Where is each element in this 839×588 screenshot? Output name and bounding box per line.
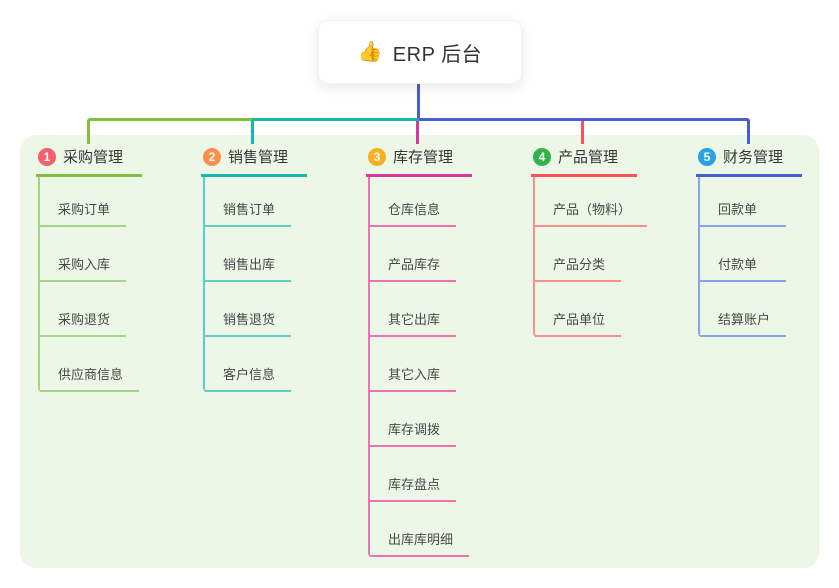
connector-drop-finance: [747, 120, 750, 144]
child-node-label: 客户信息: [223, 367, 276, 382]
branch-label[interactable]: 3 库存管理: [366, 146, 472, 177]
child-node-label: 产品（物料）: [553, 202, 632, 217]
branch-2: 2 销售管理 销售订单 销售出库 销售退货 客户信息: [201, 146, 361, 392]
branch-number-badge: 3: [368, 147, 386, 166]
child-node-label: 回款单: [718, 202, 758, 217]
child-node[interactable]: 库存调拨: [370, 392, 457, 447]
connector-bus-teal: [252, 118, 420, 121]
child-node-label: 采购退货: [58, 312, 111, 327]
child-node[interactable]: 销售退货: [205, 282, 292, 337]
child-node[interactable]: 产品（物料）: [535, 177, 648, 227]
child-node[interactable]: 采购入库: [40, 227, 127, 282]
branch-4: 4 产品管理 产品（物料） 产品分类 产品单位: [531, 146, 691, 337]
child-node-label: 产品分类: [553, 257, 606, 272]
connector-drop-inventory: [416, 121, 419, 144]
branch-label[interactable]: 2 销售管理: [201, 146, 307, 177]
branch-number-badge: 1: [38, 147, 56, 166]
child-node[interactable]: 回款单: [700, 177, 786, 227]
child-node[interactable]: 销售订单: [205, 177, 292, 227]
child-node-label: 销售退货: [223, 312, 276, 327]
child-node[interactable]: 库存盘点: [370, 447, 457, 502]
thumbs-up-icon: 👍: [357, 41, 383, 63]
branch-3: 3 库存管理 仓库信息 产品库存 其它出库 其它入库 库存调拨 库存盘点 出库库…: [366, 146, 526, 557]
child-node[interactable]: 产品单位: [535, 282, 622, 337]
child-node[interactable]: 其它出库: [370, 282, 457, 337]
child-node[interactable]: 客户信息: [205, 337, 292, 392]
child-node[interactable]: 产品分类: [535, 227, 622, 282]
child-node-label: 付款单: [718, 257, 758, 272]
connector-bus-blue: [419, 118, 750, 121]
branch-children: 回款单 付款单 结算账户: [698, 177, 787, 337]
branch-5: 5 财务管理 回款单 付款单 结算账户: [696, 146, 839, 337]
child-node[interactable]: 供应商信息: [40, 337, 140, 392]
branch-children: 采购订单 采购入库 采购退货 供应商信息: [38, 177, 140, 392]
child-node-label: 出库库明细: [388, 532, 454, 547]
child-node-label: 库存调拨: [388, 422, 441, 437]
child-node-label: 销售出库: [223, 257, 276, 272]
child-node-label: 产品库存: [388, 257, 441, 272]
child-node[interactable]: 采购订单: [40, 177, 127, 227]
branch-number-badge: 2: [203, 147, 221, 166]
child-node[interactable]: 销售出库: [205, 227, 292, 282]
child-node-label: 采购入库: [58, 257, 111, 272]
child-node-label: 仓库信息: [388, 202, 441, 217]
child-node-label: 其它入库: [388, 367, 441, 382]
branch-children: 仓库信息 产品库存 其它出库 其它入库 库存调拨 库存盘点 出库库明细: [368, 177, 470, 557]
child-node[interactable]: 采购退货: [40, 282, 127, 337]
root-node-erp[interactable]: 👍 ERP 后台: [318, 20, 522, 84]
branch-1: 1 采购管理 采购订单 采购入库 采购退货 供应商信息: [36, 146, 196, 392]
child-node-label: 采购订单: [58, 202, 111, 217]
branch-title: 采购管理: [63, 149, 124, 166]
branch-number-badge: 5: [698, 147, 716, 166]
child-node-label: 库存盘点: [388, 477, 441, 492]
child-node-label: 销售订单: [223, 202, 276, 217]
branch-children: 销售订单 销售出库 销售退货 客户信息: [203, 177, 292, 392]
child-node-label: 结算账户: [718, 312, 771, 327]
branch-label[interactable]: 4 产品管理: [531, 146, 637, 177]
child-node[interactable]: 仓库信息: [370, 177, 457, 227]
branch-title: 产品管理: [558, 149, 619, 166]
branches-panel: [20, 135, 819, 568]
connector-drop-sales: [251, 120, 254, 144]
child-node[interactable]: 结算账户: [700, 282, 787, 337]
connector-drop-purchase: [87, 120, 90, 144]
branch-label[interactable]: 1 采购管理: [36, 146, 142, 177]
branch-title: 销售管理: [228, 149, 289, 166]
branch-number-badge: 4: [533, 147, 551, 166]
connector-bus-green: [87, 118, 254, 121]
child-node-label: 供应商信息: [58, 367, 124, 382]
child-node[interactable]: 出库库明细: [370, 502, 470, 557]
branch-title: 库存管理: [393, 149, 454, 166]
branch-label[interactable]: 5 财务管理: [696, 146, 802, 177]
child-node-label: 其它出库: [388, 312, 441, 327]
child-node[interactable]: 其它入库: [370, 337, 457, 392]
root-title: ERP 后台: [392, 43, 483, 66]
branch-title: 财务管理: [723, 149, 784, 166]
connector-drop-product: [581, 121, 584, 144]
child-node[interactable]: 产品库存: [370, 227, 457, 282]
child-node-label: 产品单位: [553, 312, 606, 327]
child-node[interactable]: 付款单: [700, 227, 786, 282]
connector-root-drop: [417, 84, 420, 119]
branch-children: 产品（物料） 产品分类 产品单位: [533, 177, 648, 337]
